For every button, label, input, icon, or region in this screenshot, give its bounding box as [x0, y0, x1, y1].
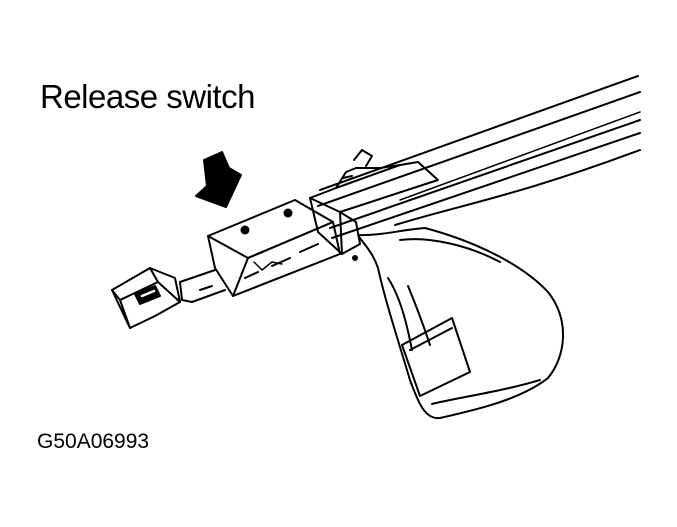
wire-harness	[179, 269, 226, 303]
handle-grip	[357, 227, 565, 420]
switch-body	[207, 199, 341, 297]
figure-code-label: G50A06993	[37, 430, 150, 453]
arrow-down-icon	[195, 151, 242, 208]
lever-rail	[317, 75, 641, 239]
connector	[111, 267, 181, 329]
release-switch-label: Release switch	[40, 78, 255, 115]
bracket-block	[309, 149, 439, 261]
